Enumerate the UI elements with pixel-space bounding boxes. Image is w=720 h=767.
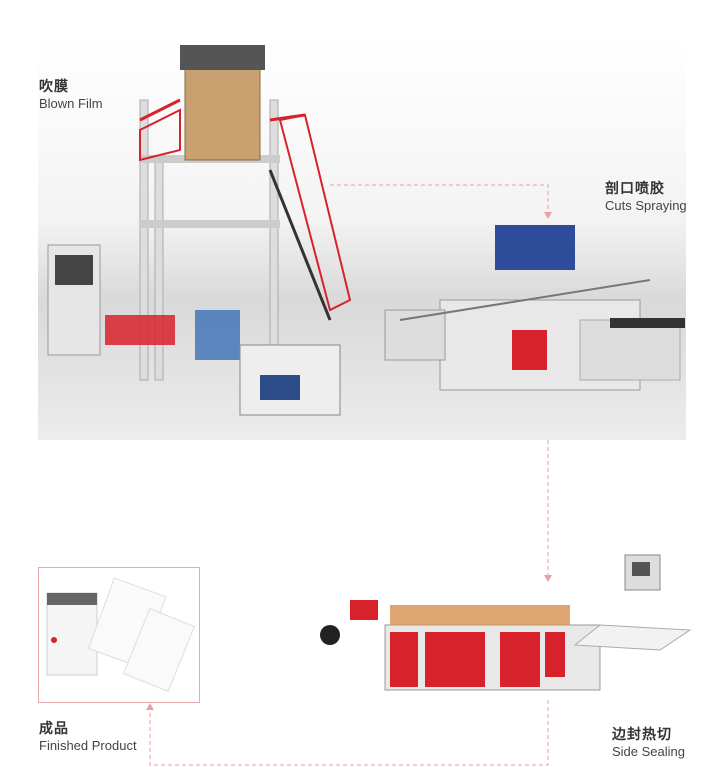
blown-film-machine (47, 45, 352, 416)
finished-product-frame (38, 567, 200, 703)
label-en: Blown Film (39, 96, 103, 111)
label-en: Side Sealing (612, 744, 685, 759)
side-sealing-machine (320, 554, 692, 691)
process-flow-arrows (149, 184, 549, 766)
label-en: Cuts Spraying (605, 198, 687, 213)
arrow-head-icon (544, 575, 552, 582)
label-finished-product: 成品 Finished Product (39, 718, 137, 753)
label-zh: 成品 (39, 720, 69, 736)
label-side-sealing: 边封热切 Side Sealing (612, 724, 685, 759)
label-zh: 吹膜 (39, 78, 69, 94)
label-zh: 边封热切 (612, 726, 672, 742)
label-en: Finished Product (39, 738, 137, 753)
arrow-head-icon (544, 212, 552, 219)
label-zh: 剖口喷胶 (605, 180, 665, 196)
arrow-head-icon (146, 703, 154, 710)
label-blown-film: 吹膜 Blown Film (39, 76, 103, 111)
cuts-spraying-machine (384, 225, 685, 391)
label-cuts-spraying: 剖口喷胶 Cuts Spraying (605, 178, 687, 213)
